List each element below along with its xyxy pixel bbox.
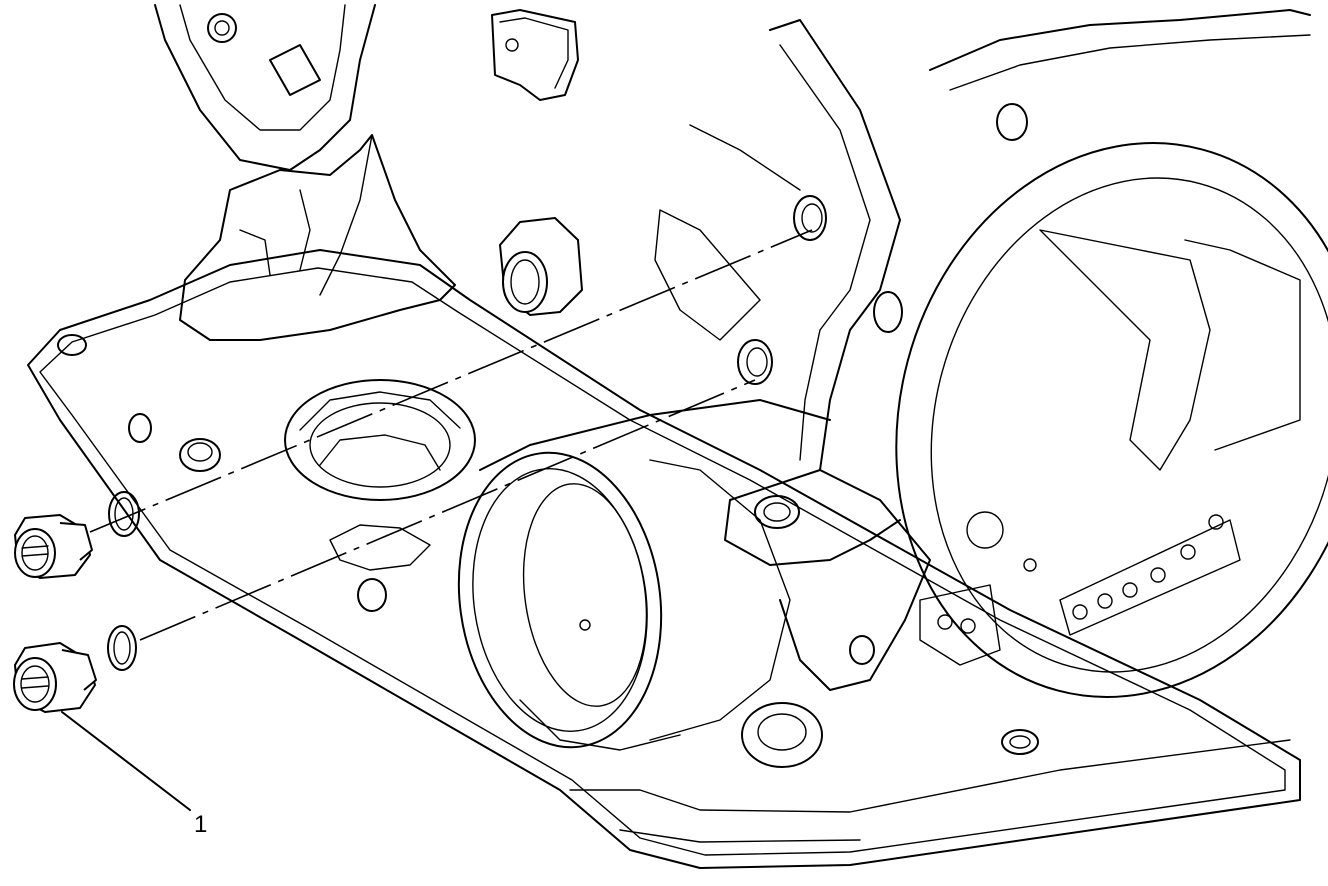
housing-base-plate xyxy=(27,249,1301,869)
upper-drain-plug xyxy=(14,514,93,579)
upper-seal-ring xyxy=(108,491,140,537)
bell-housing-ring xyxy=(849,9,1328,698)
callout-1-leader-line xyxy=(61,711,191,811)
central-bore xyxy=(284,379,476,501)
plate-holes-left xyxy=(57,334,431,612)
upper-left-bracket xyxy=(154,4,456,341)
cylinder-collar xyxy=(457,399,831,751)
lower-drain-plug xyxy=(13,642,97,713)
lower-seal-ring xyxy=(107,625,137,671)
callout-1: 1 xyxy=(61,711,207,838)
alignment-lines xyxy=(89,229,813,641)
top-clip xyxy=(491,9,579,101)
lower-plug-assembly xyxy=(13,625,137,713)
callout-1-number: 1 xyxy=(194,811,207,838)
frame-cross-member xyxy=(654,19,1039,768)
upper-plug-assembly xyxy=(14,491,140,579)
sleeve-fitting xyxy=(499,217,583,316)
